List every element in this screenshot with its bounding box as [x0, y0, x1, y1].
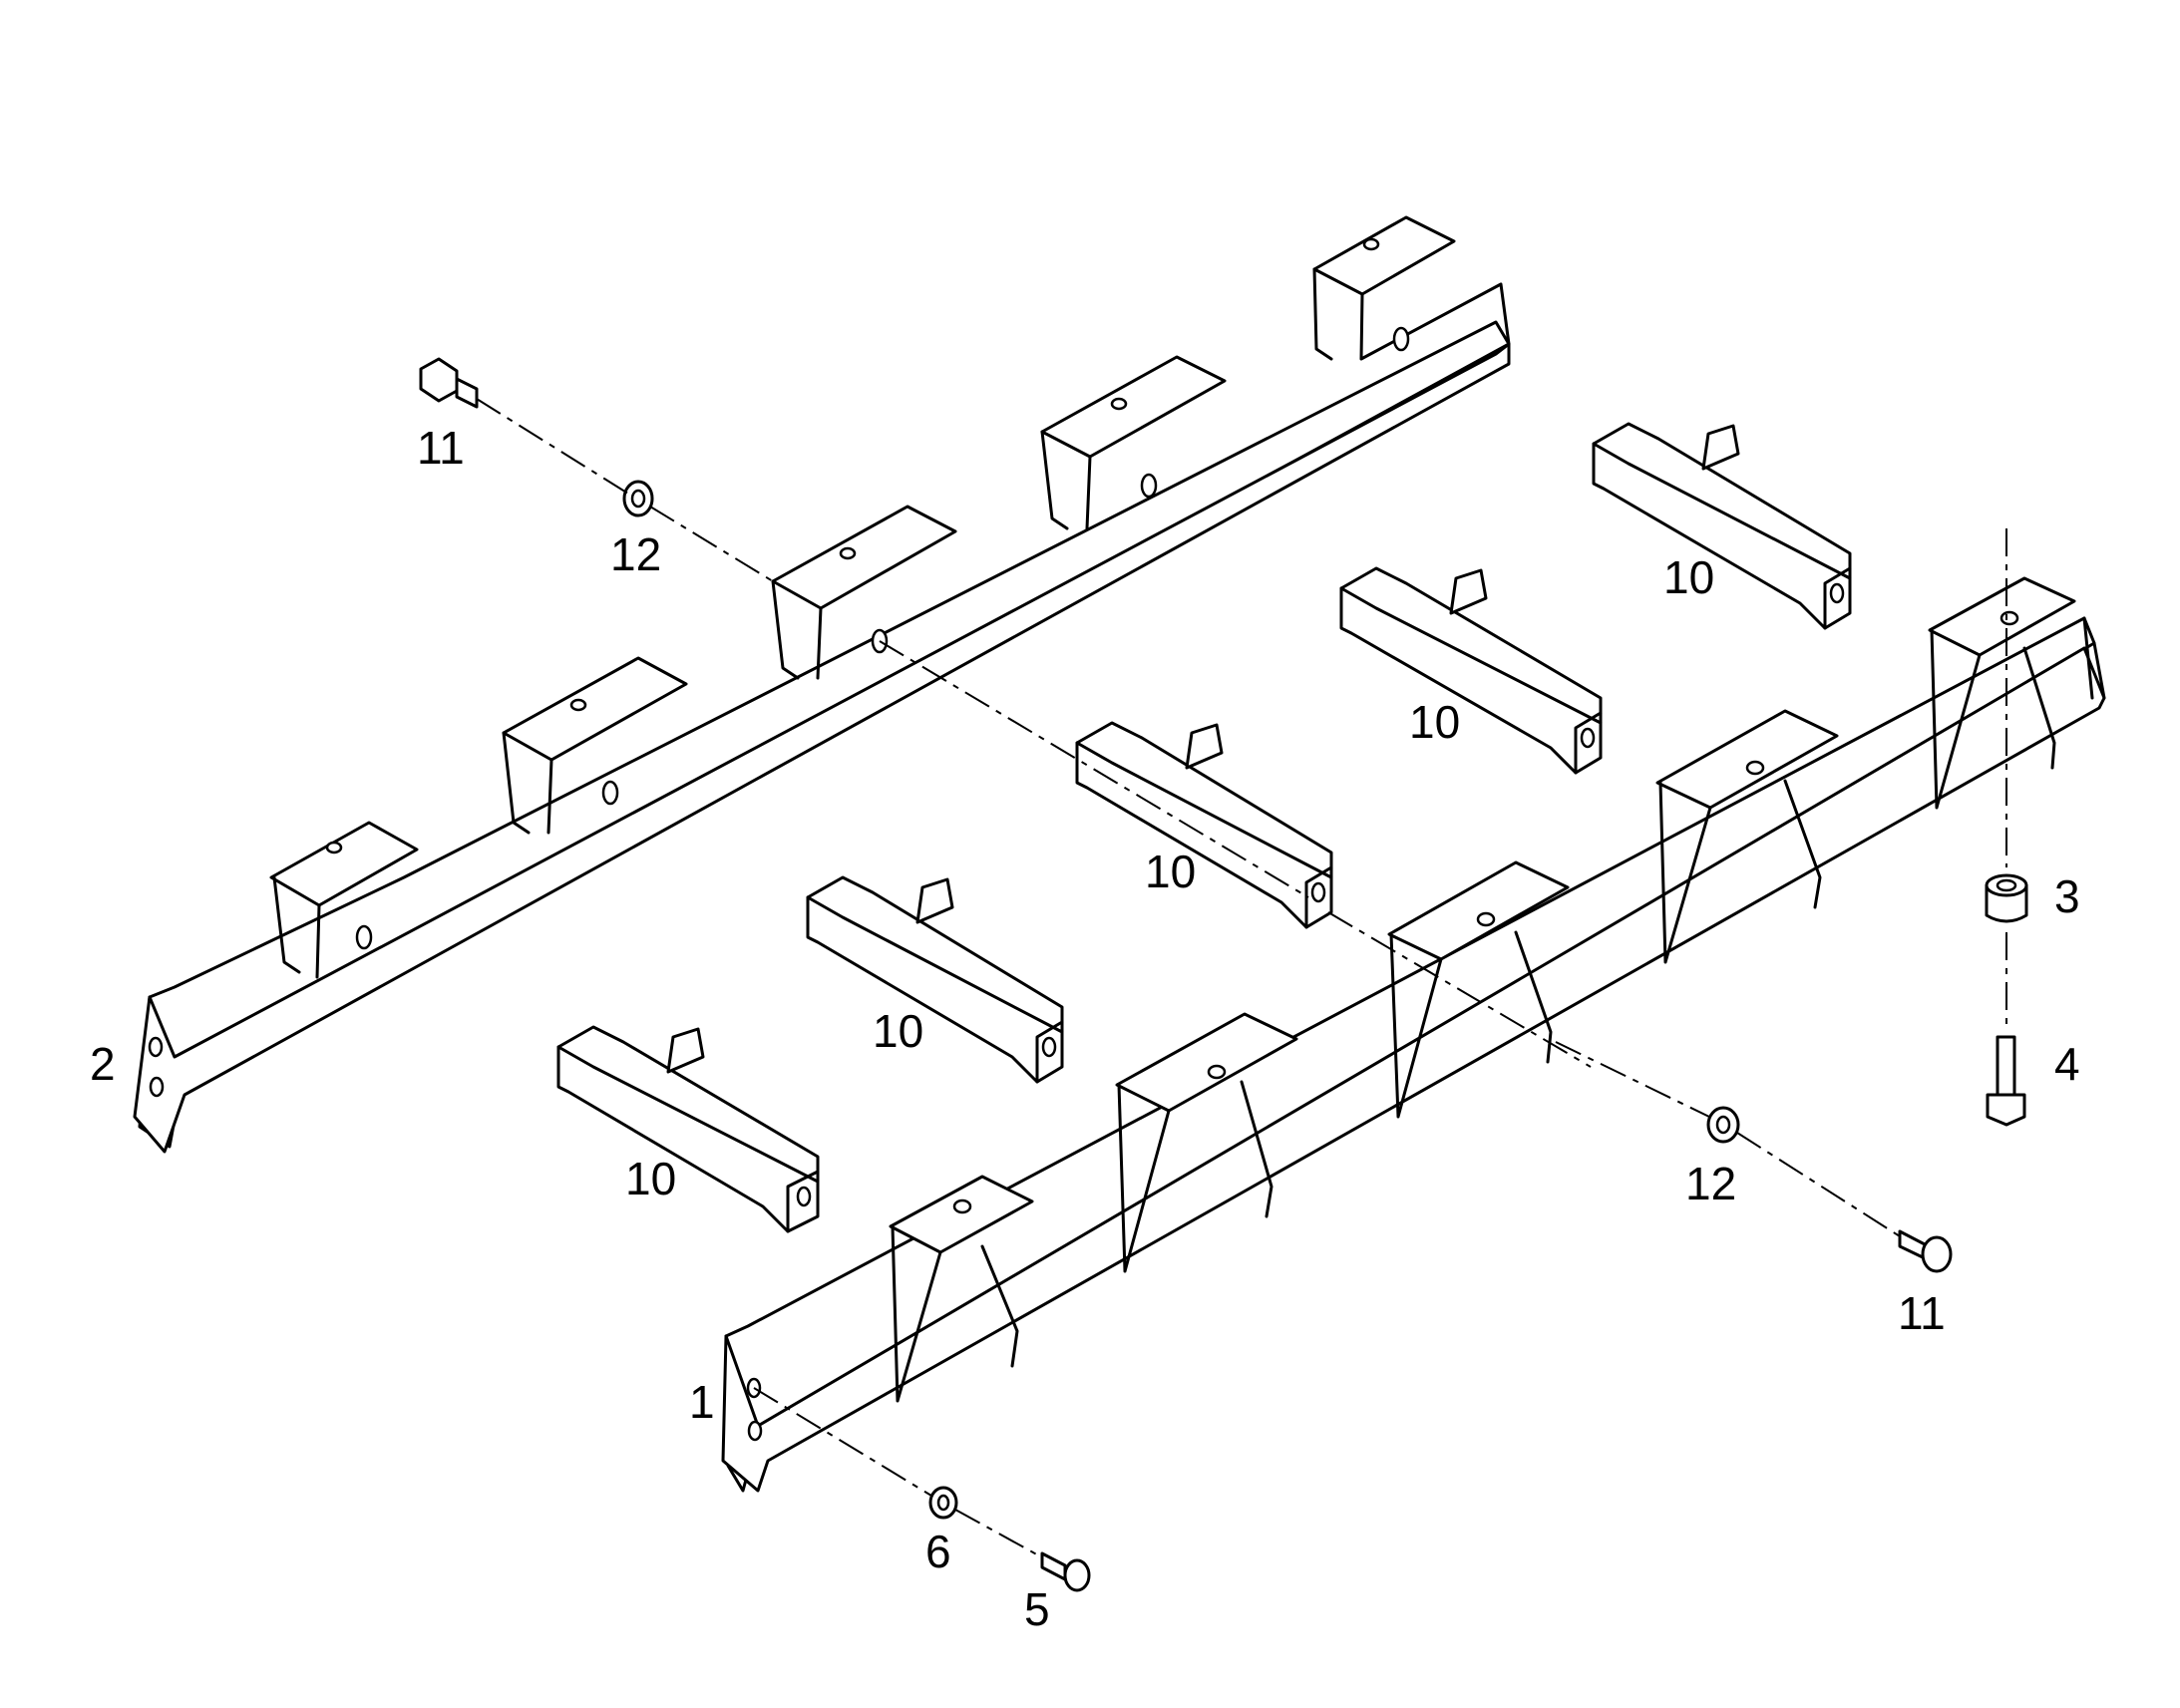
callout-6: 6: [925, 1526, 951, 1577]
callout-11-lower: 11: [1898, 1287, 1946, 1339]
part-5-bolt: [1040, 1551, 1091, 1592]
part-6-washer: [928, 1486, 958, 1520]
callout-10-b: 10: [873, 1005, 923, 1057]
callout-2: 2: [90, 1038, 116, 1090]
part-3-spacer: [1985, 873, 2028, 923]
callout-3: 3: [2054, 870, 2080, 922]
part-1-front-rail: [721, 576, 2106, 1493]
callout-12-lower: 12: [1685, 1158, 1736, 1209]
callout-11-upper: 11: [417, 422, 465, 474]
callout-5: 5: [1024, 1583, 1050, 1635]
part-12-washer-lower: [1706, 1106, 1740, 1144]
part-10-cross-member-b: [806, 875, 1064, 1084]
callout-1: 1: [689, 1376, 715, 1428]
callout-10-c: 10: [1145, 846, 1196, 897]
part-11-bolt-lower: [1898, 1229, 1953, 1273]
callout-10-a: 10: [625, 1153, 676, 1204]
callout-10-e: 10: [1663, 551, 1714, 603]
part-11-bolt-upper: [419, 357, 479, 409]
part-10-cross-member-d: [1339, 566, 1603, 775]
callout-12-upper: 12: [610, 528, 661, 580]
part-2-rear-rail: [133, 215, 1511, 1154]
callout-10-d: 10: [1409, 696, 1460, 748]
callout-4: 4: [2054, 1038, 2080, 1090]
part-10-cross-member-a: [556, 1025, 820, 1233]
part-10-cross-member-e: [1592, 422, 1852, 630]
part-4-screw: [1986, 1035, 2026, 1127]
assembly-leader-lines: [476, 398, 2007, 1558]
part-10-cross-member-c: [1075, 721, 1333, 929]
part-12-washer-upper: [622, 480, 654, 517]
